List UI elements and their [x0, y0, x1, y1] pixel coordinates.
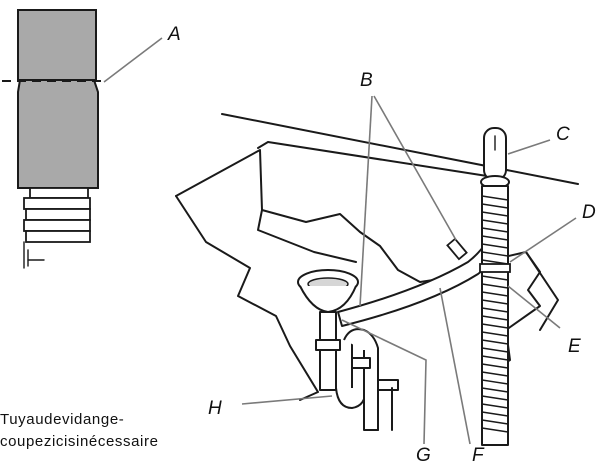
sink-basin-left	[175, 195, 319, 401]
caption-line-1: Tuyaudevidange-	[0, 411, 124, 428]
drain-hose-detail: A	[2, 9, 181, 269]
label-e: E	[568, 336, 581, 357]
leader-d	[509, 217, 577, 263]
leader-g	[341, 319, 427, 445]
leader-e	[507, 285, 561, 329]
leader-a	[103, 37, 163, 83]
label-b: B	[360, 70, 373, 91]
leader-h	[241, 395, 333, 405]
hose-corrugated-section	[23, 187, 91, 269]
drain-strainer	[297, 269, 359, 313]
leader-f	[439, 287, 471, 445]
label-c: C	[556, 124, 570, 145]
label-g: G	[416, 445, 431, 462]
countertop-edge-top	[221, 113, 579, 185]
hose-upper-section	[17, 9, 97, 81]
hose-lower-section	[17, 79, 99, 189]
caption: Tuyaudevidange- coupezicisinécessaire	[0, 411, 159, 450]
sink-assembly: B C D E F G H	[175, 70, 596, 462]
label-a: A	[167, 24, 181, 45]
standpipe	[479, 127, 511, 446]
label-d: D	[582, 202, 596, 223]
caption-line-2: coupezicisinécessaire	[0, 433, 159, 450]
countertop-edge-inner	[257, 141, 501, 179]
leader-c	[507, 139, 551, 155]
label-f: F	[472, 445, 485, 462]
sink-right-wall	[525, 251, 559, 331]
label-h: H	[208, 398, 222, 419]
sink-inner-left	[257, 209, 357, 263]
leader-b-1	[359, 95, 373, 307]
p-trap	[315, 311, 399, 431]
leader-b-2	[373, 95, 457, 241]
